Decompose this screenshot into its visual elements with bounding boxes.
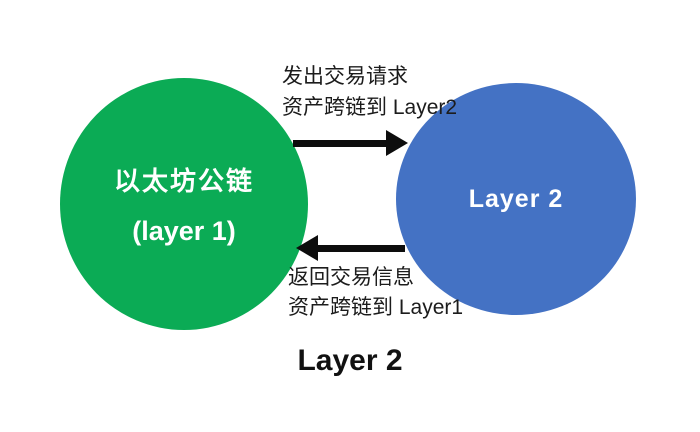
- forward-arrow-shaft: [293, 140, 387, 147]
- forward-arrow-label-line1: 发出交易请求: [282, 65, 408, 88]
- layer1-node-label-line2: (layer 1): [132, 216, 236, 246]
- layer2-node-label: Layer 2: [468, 184, 564, 213]
- diagram-caption: Layer 2: [297, 344, 403, 377]
- return-arrow-label-line2: 资产跨链到 Layer1: [288, 296, 464, 319]
- layer1-node-label-line1: 以太坊公链: [113, 166, 254, 196]
- return-arrow-label-line1: 返回交易信息: [288, 266, 414, 289]
- layer2-node: Layer 2: [396, 83, 636, 315]
- return-arrow-head-icon: [296, 235, 318, 261]
- forward-arrow-label-line2: 资产跨链到 Layer2: [282, 96, 458, 119]
- forward-arrow-head-icon: [386, 130, 408, 156]
- layer1-node: 以太坊公链 (layer 1): [60, 78, 308, 330]
- return-arrow-shaft: [317, 245, 405, 252]
